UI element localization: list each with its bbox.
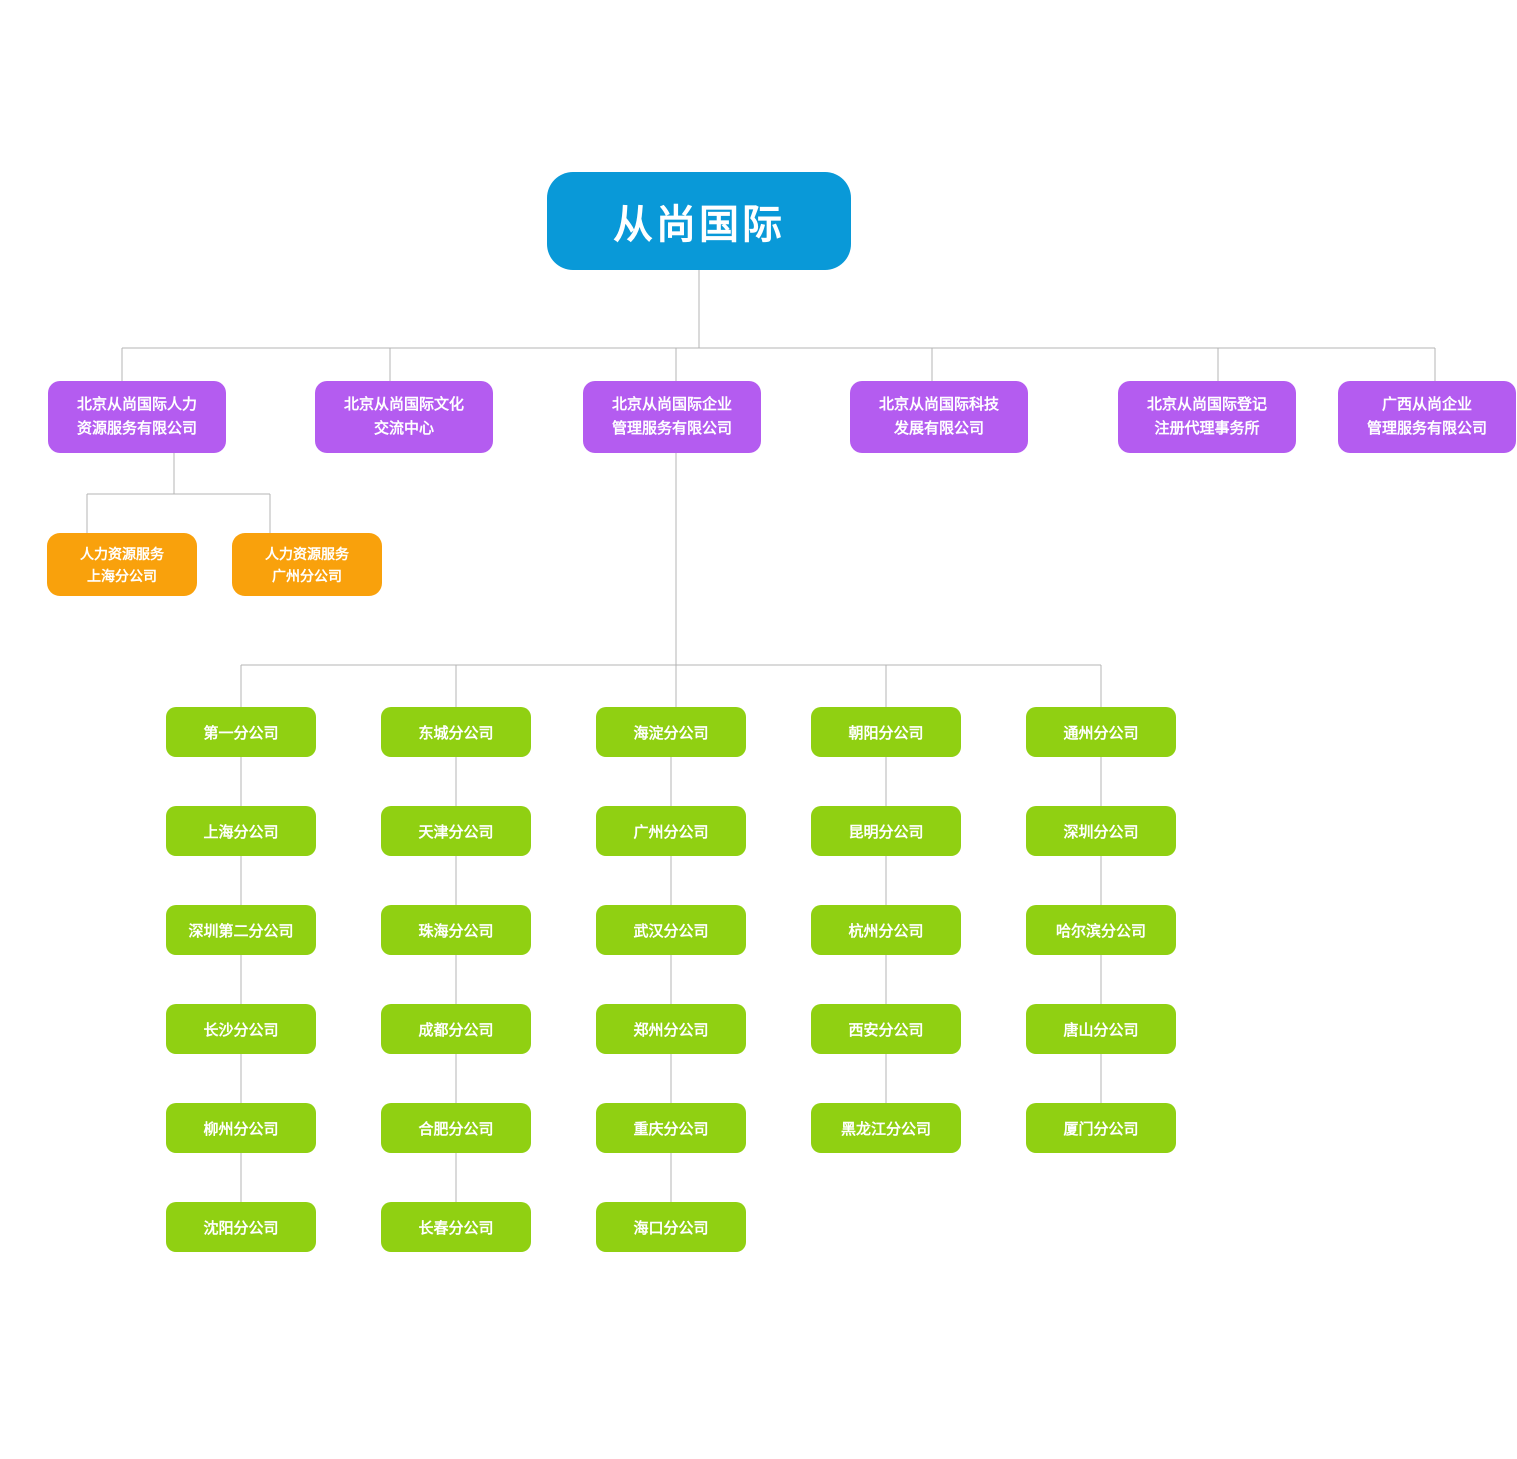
branch-node-col2-row3: 珠海分公司 [381, 905, 531, 955]
branch-node-col4-row2: 昆明分公司 [811, 806, 961, 856]
branch-node-col3-row2: 广州分公司 [596, 806, 746, 856]
branch-node-col2-row5: 合肥分公司 [381, 1103, 531, 1153]
branch-node-col1-row1: 第一分公司 [166, 707, 316, 757]
subsidiary-node-enterprise-management: 北京从尚国际企业 管理服务有限公司 [583, 381, 761, 453]
branch-node-col1-row5: 柳州分公司 [166, 1103, 316, 1153]
node-label: 发展有限公司 [893, 420, 984, 437]
node-label: 人力资源服务 [265, 545, 349, 562]
branch-node-col2-row6: 长春分公司 [381, 1202, 531, 1252]
subsidiary-node-registration-agency: 北京从尚国际登记 注册代理事务所 [1118, 381, 1296, 453]
subsidiary-node-guangxi-management: 广西从尚企业 管理服务有限公司 [1338, 381, 1516, 453]
node-label: 北京从尚国际文化 [343, 396, 464, 413]
branch-node-col4-row4: 西安分公司 [811, 1004, 961, 1054]
node-label: 注册代理事务所 [1154, 420, 1260, 437]
branch-node-col5-row1: 通州分公司 [1026, 707, 1176, 757]
branch-node-col1-row4: 长沙分公司 [166, 1004, 316, 1054]
branch-node-col1-row2: 上海分公司 [166, 806, 316, 856]
node-label: 交流中心 [373, 420, 434, 437]
node-label: 管理服务有限公司 [1366, 420, 1487, 437]
branch-node-col2-row1: 东城分公司 [381, 707, 531, 757]
branch-node-col5-row4: 唐山分公司 [1026, 1004, 1176, 1054]
node-label: 北京从尚国际人力 [76, 396, 197, 413]
hr-branch-node-shanghai: 人力资源服务 上海分公司 [47, 533, 197, 596]
hr-branch-node-guangzhou: 人力资源服务 广州分公司 [232, 533, 382, 596]
branch-node-col5-row3: 哈尔滨分公司 [1026, 905, 1176, 955]
subsidiary-node-hr-services: 北京从尚国际人力 资源服务有限公司 [48, 381, 226, 453]
branch-node-col3-row4: 郑州分公司 [596, 1004, 746, 1054]
node-label: 广州分公司 [272, 567, 342, 584]
branch-node-col3-row6: 海口分公司 [596, 1202, 746, 1252]
branch-node-col1-row3: 深圳第二分公司 [166, 905, 316, 955]
subsidiary-node-cultural-exchange: 北京从尚国际文化 交流中心 [315, 381, 493, 453]
branch-node-col2-row2: 天津分公司 [381, 806, 531, 856]
node-label: 北京从尚国际企业 [611, 396, 732, 413]
branch-node-col4-row3: 杭州分公司 [811, 905, 961, 955]
branch-node-col5-row5: 厦门分公司 [1026, 1103, 1176, 1153]
root-node-congshang-international: 从尚国际 [547, 172, 851, 270]
node-label: 资源服务有限公司 [76, 420, 197, 437]
branch-node-col5-row2: 深圳分公司 [1026, 806, 1176, 856]
branch-node-col4-row1: 朝阳分公司 [811, 707, 961, 757]
branch-node-col3-row3: 武汉分公司 [596, 905, 746, 955]
node-label: 北京从尚国际登记 [1146, 396, 1267, 413]
node-label: 上海分公司 [87, 567, 157, 584]
branch-node-col2-row4: 成都分公司 [381, 1004, 531, 1054]
branch-node-col1-row6: 沈阳分公司 [166, 1202, 316, 1252]
branch-node-col3-row1: 海淀分公司 [596, 707, 746, 757]
branch-node-col3-row5: 重庆分公司 [596, 1103, 746, 1153]
branch-node-col4-row5: 黑龙江分公司 [811, 1103, 961, 1153]
subsidiary-node-tech-development: 北京从尚国际科技 发展有限公司 [850, 381, 1028, 453]
node-label: 北京从尚国际科技 [878, 396, 999, 413]
node-label: 管理服务有限公司 [611, 420, 732, 437]
node-label: 人力资源服务 [80, 545, 164, 562]
node-label: 广西从尚企业 [1381, 396, 1472, 413]
